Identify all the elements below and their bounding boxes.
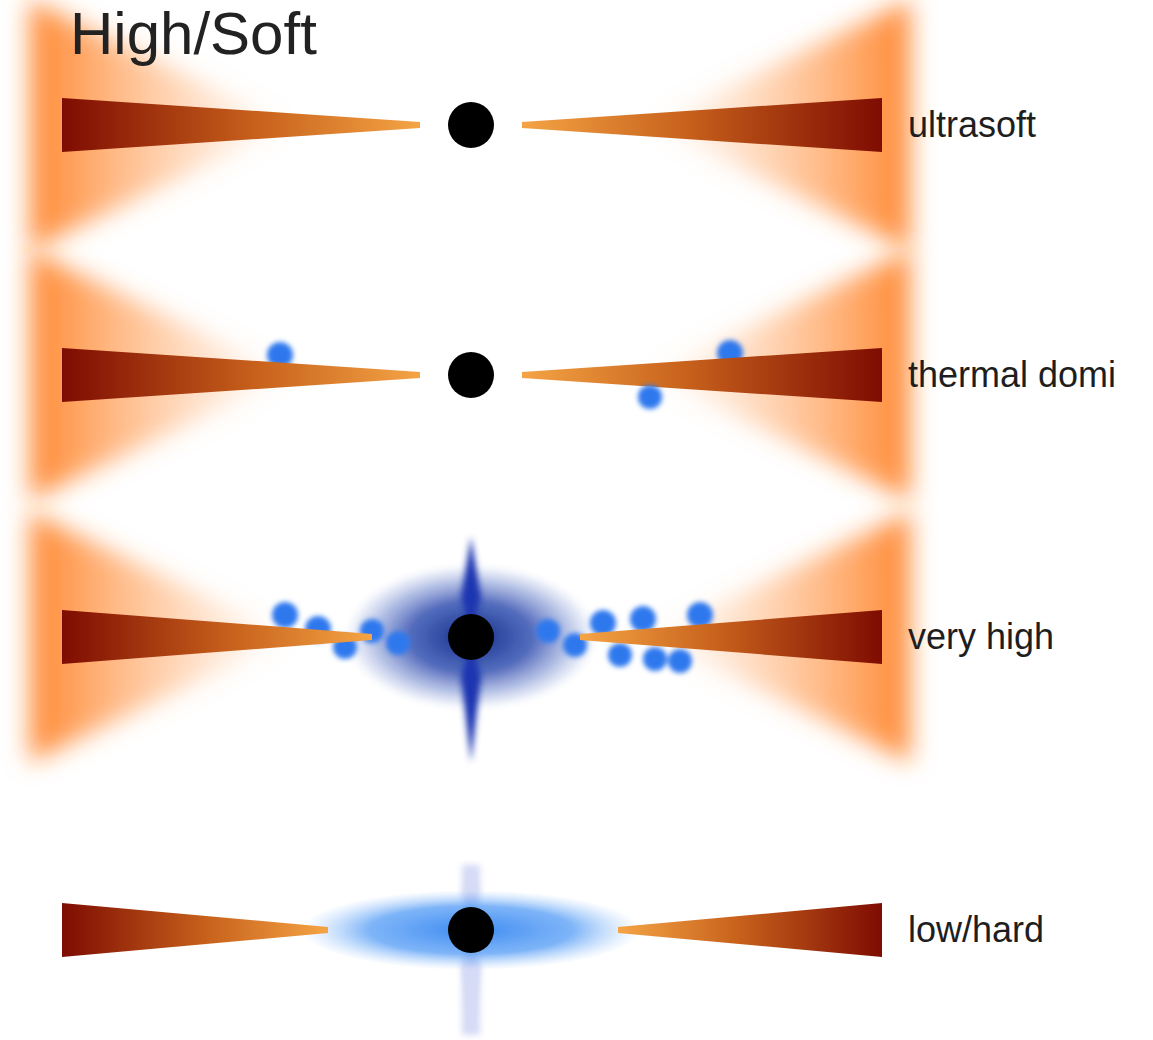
- page-title: High/Soft: [70, 4, 317, 64]
- state-label: ultrasoft: [908, 105, 1036, 145]
- state-label: low/hard: [908, 910, 1044, 950]
- state-label: very high: [908, 617, 1054, 657]
- state-label: thermal domi: [908, 355, 1116, 395]
